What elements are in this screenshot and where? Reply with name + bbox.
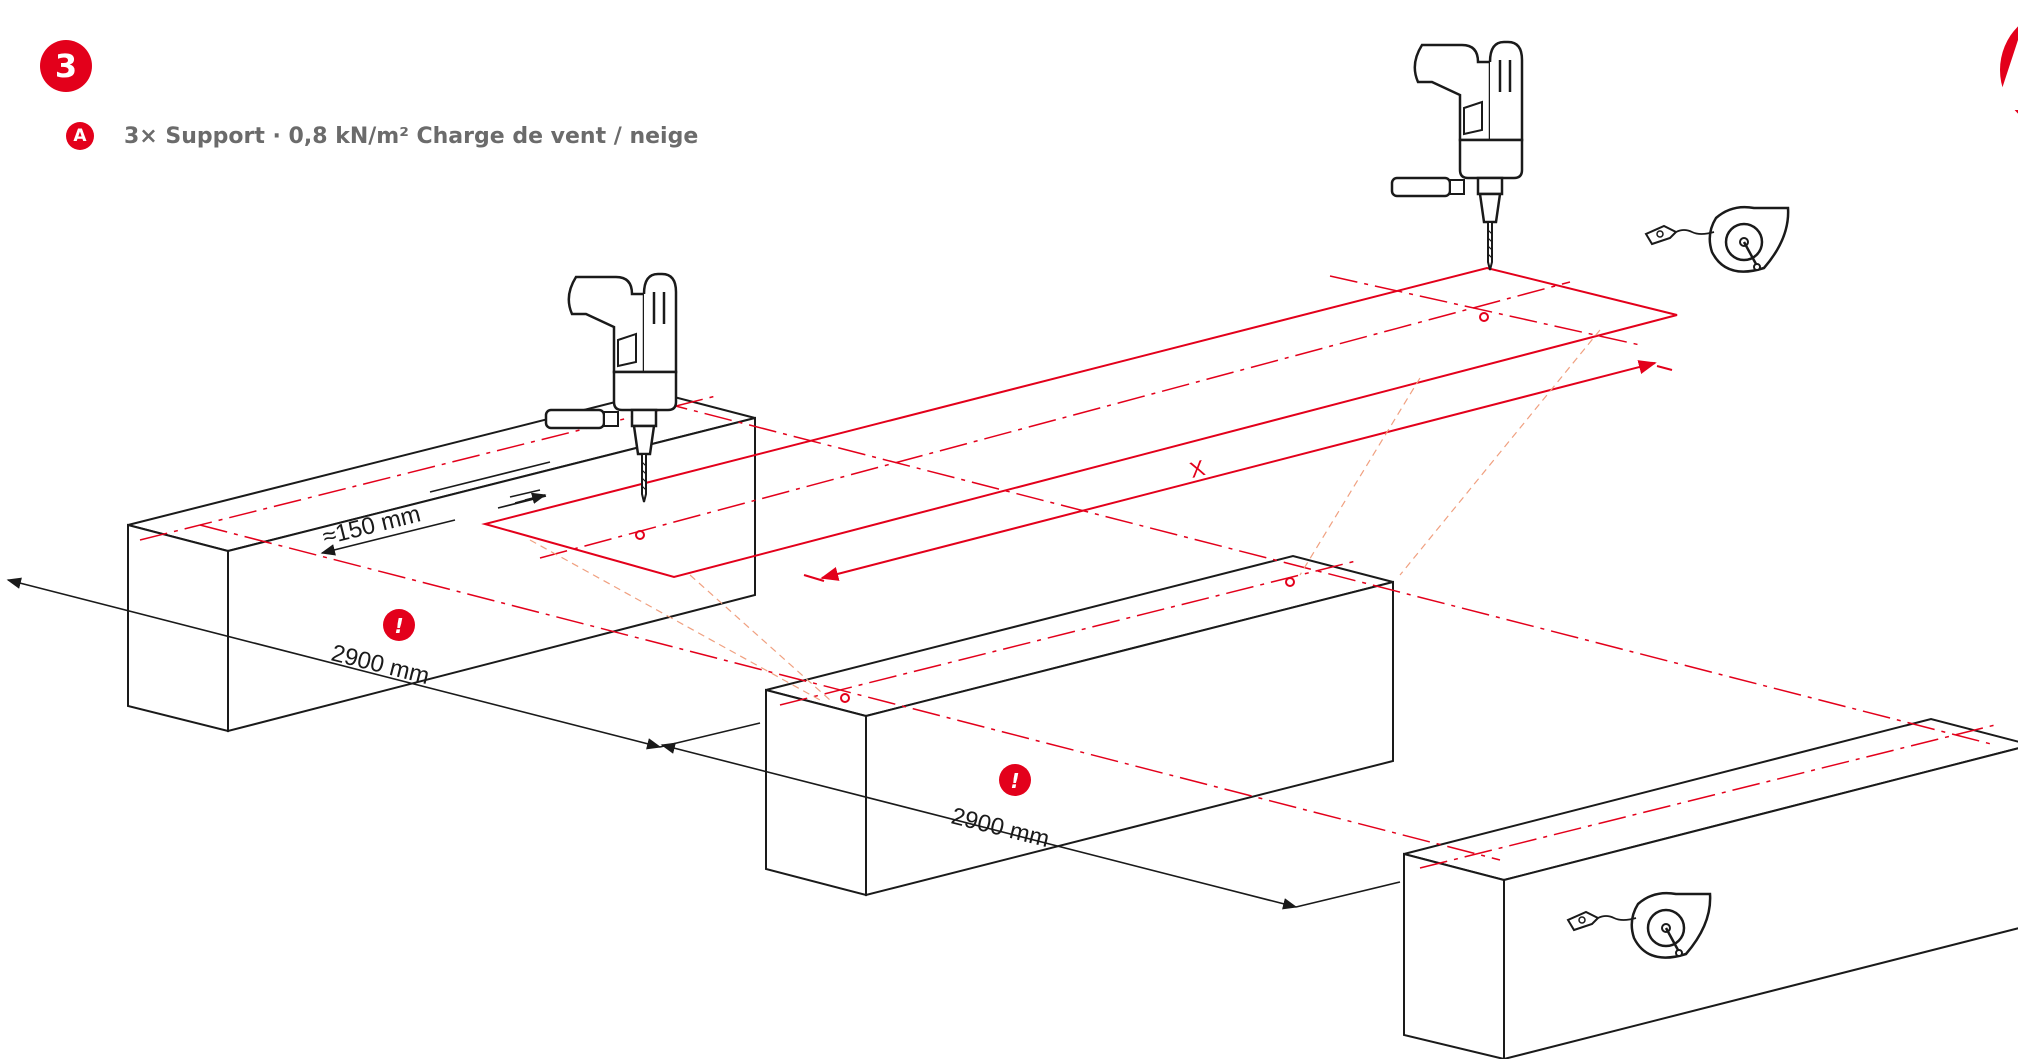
chalk-line-reel-icon — [1644, 205, 1790, 273]
concrete-support-3 — [1403, 717, 2018, 1059]
brand-logo — [1995, 26, 2018, 114]
dimension-label-x: X — [1187, 455, 1208, 483]
instruction-caption: 3× Support · 0,8 kN/m² Charge de vent / … — [124, 124, 699, 149]
dimension-lines — [6, 461, 1401, 910]
drill-icon — [1390, 40, 1524, 272]
projection-guides — [529, 329, 1601, 701]
step-number-badge: 3 — [40, 40, 92, 92]
svg-text:!: ! — [1010, 769, 1019, 793]
concrete-support-2 — [765, 554, 1394, 897]
concrete-support-1 — [127, 390, 756, 733]
sub-step-badge: A — [66, 122, 94, 150]
warning-badge-2: ! — [999, 764, 1031, 796]
module-outline — [481, 266, 1678, 703]
svg-text:!: ! — [394, 614, 403, 638]
warning-badge-1: ! — [383, 609, 415, 641]
